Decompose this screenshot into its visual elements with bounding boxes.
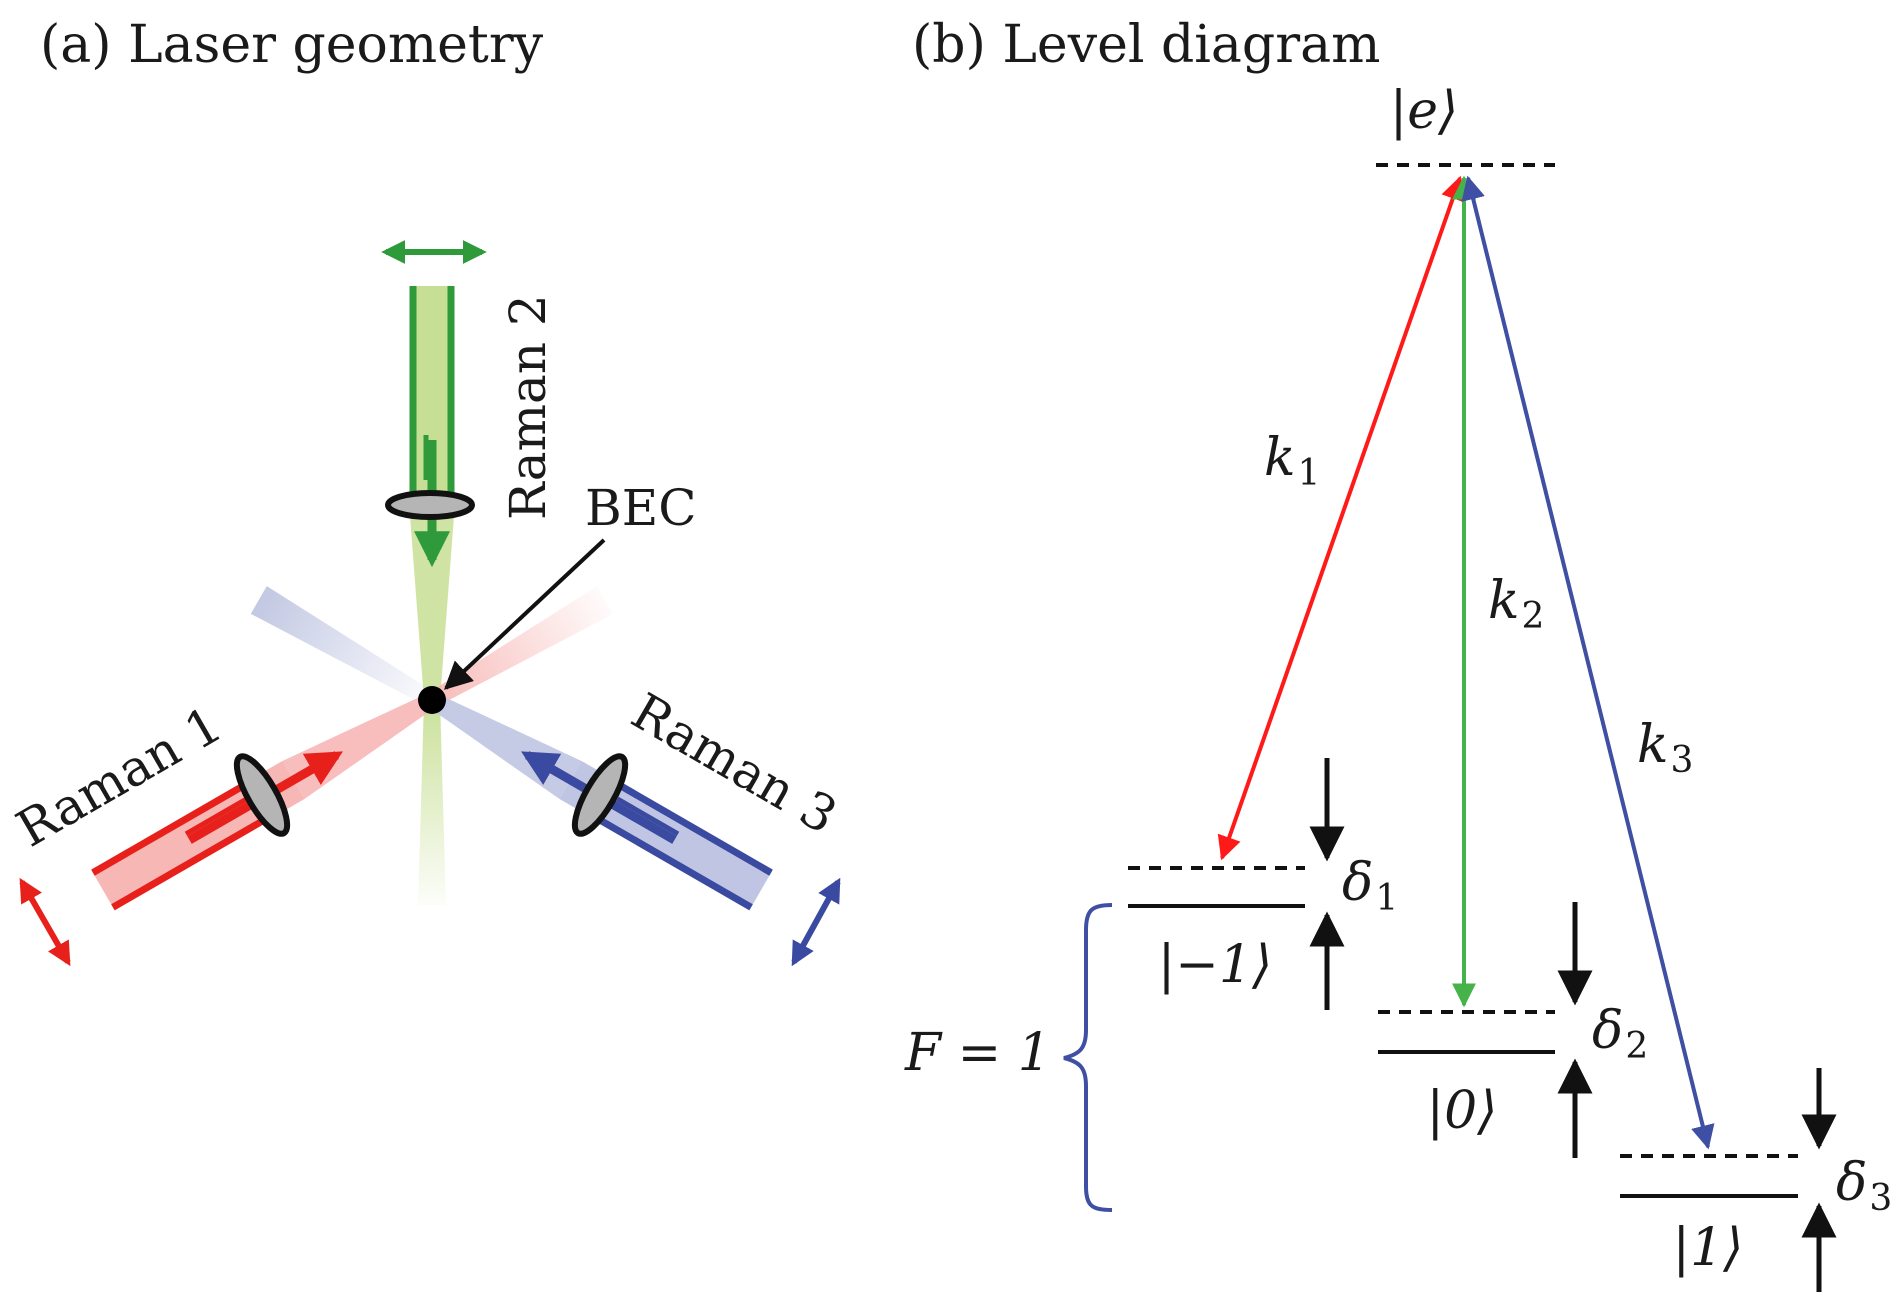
raman2-label: Raman 2 [499, 294, 557, 520]
manifold-label: F = 1 [904, 1023, 1051, 1083]
k2-label: k2 [1488, 571, 1544, 637]
bec-pointer-arrow [443, 538, 606, 690]
raman1-polarization-arrow [19, 877, 71, 967]
raman2-lens [385, 490, 475, 520]
delta1-label: δ1 [1342, 853, 1398, 919]
bec-label: BEC [585, 479, 697, 537]
excited-state-label: |e⟩ [1390, 81, 1459, 141]
f1-manifold-brace [1063, 903, 1113, 1212]
bec-dot [418, 686, 446, 714]
panel-a: (a) Laser geometry Raman 2 [7, 15, 846, 967]
raman1-lens [233, 753, 291, 837]
zero-state-label: |0⟩ [1427, 1081, 1498, 1141]
delta2-label: δ2 [1592, 1001, 1648, 1067]
panel-a-title: (a) Laser geometry [40, 15, 544, 75]
raman3-lens [571, 753, 629, 837]
plus1-state-label: |1⟩ [1673, 1218, 1744, 1278]
k3-arrow [1461, 175, 1715, 1150]
raman3-polarization-arrow [791, 877, 841, 967]
k1-label: k1 [1264, 428, 1320, 494]
minus1-state-label: |−1⟩ [1158, 935, 1272, 995]
k1-arrow [1217, 175, 1465, 861]
panel-b-title: (b) Level diagram [912, 15, 1380, 75]
delta3-label: δ3 [1836, 1153, 1890, 1219]
panel-b: (b) Level diagram |e⟩ k1 k2 k3 |−1⟩ δ1 |… [904, 15, 1890, 1292]
raman2-beam [409, 286, 455, 905]
k3-label: k3 [1637, 715, 1693, 781]
